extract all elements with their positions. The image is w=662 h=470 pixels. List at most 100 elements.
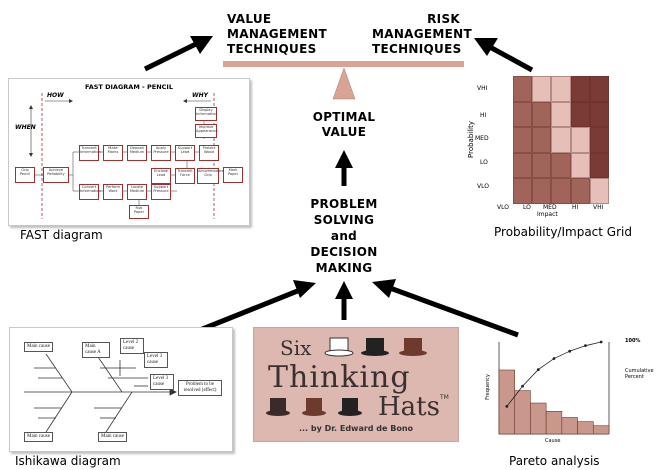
probability-grid: Probability VHI HI MED LO VLO VLO LO MED… xyxy=(467,70,617,220)
ishikawa-main-cause-top-left: Main cause xyxy=(24,342,53,352)
grid-y-tick-lo: LO xyxy=(480,159,488,166)
ishikawa-problem-box: Problem to be resolved (effect) xyxy=(178,380,222,396)
grid-cell xyxy=(551,178,571,204)
grid-cell xyxy=(570,101,590,128)
fast-box-enclose-lead: Enclose Lead xyxy=(151,168,171,184)
grid-cell xyxy=(513,101,533,128)
fast-diagram-caption: FAST diagram xyxy=(20,228,103,242)
fast-box-deposit-medium: Deposit Medium xyxy=(127,145,147,161)
pareto-cumulative-point xyxy=(568,349,572,353)
hats-row-bottom xyxy=(266,398,362,416)
grid-x-tick-vlo: VLO xyxy=(497,204,509,211)
fast-box-achieve-reliability: Achieve Reliability xyxy=(43,167,69,183)
fast-box-support-lead: Support Lead xyxy=(175,145,195,161)
fast-diagram-image: FAST DIAGRAM - PENCIL Grip Pencil Achiev… xyxy=(8,78,250,226)
pareto-cumulative-point xyxy=(584,344,587,348)
six-hats-six: Six xyxy=(280,336,312,360)
dark-hat-icon xyxy=(266,398,290,416)
grid-cell xyxy=(589,101,609,128)
arrow-pareto-to-problem xyxy=(372,279,519,338)
ishikawa-level2-cause: Level 2 cause xyxy=(120,338,144,354)
grid-x-tick-vhi: VHI xyxy=(593,204,604,211)
grid-cell xyxy=(513,76,533,102)
pareto-bar xyxy=(498,369,516,435)
risk-heading-line2: MANAGEMENT xyxy=(372,27,472,41)
brown-hat-icon xyxy=(399,338,427,356)
problem-line2: SOLVING xyxy=(313,213,375,227)
pareto-cumulative-point xyxy=(599,340,603,344)
ishikawa-main-cause-bottom-right: Main cause xyxy=(98,432,127,442)
fast-box-apply-pressure: Apply Pressure xyxy=(151,145,171,161)
grid-x-tick-med: MED xyxy=(543,204,557,211)
arrow-problem-to-optimal xyxy=(335,150,353,186)
fast-box-locate-medium: Locate Medium xyxy=(127,184,147,200)
fast-box-support-pressure: Support Pressure xyxy=(151,184,171,200)
grid-cell xyxy=(532,101,552,128)
six-hats-hats: Hats xyxy=(378,392,440,422)
ishikawa-caption: Ishikawa diagram xyxy=(15,454,121,468)
fast-why-label: WHY xyxy=(192,92,208,99)
pareto-cumulative-point xyxy=(505,405,509,408)
grid-cell xyxy=(513,152,533,179)
grid-y-axis-label: Probability xyxy=(467,120,475,158)
arrow-hats-to-problem xyxy=(335,281,353,320)
grid-cell xyxy=(589,76,609,102)
six-hats-byline: ... by Dr. Edward de Bono xyxy=(298,424,414,433)
fast-how-label: HOW xyxy=(47,92,64,99)
problem-line5: MAKING xyxy=(315,261,373,275)
balance-beam xyxy=(223,61,464,67)
fast-box-perform-work: Perform Work xyxy=(103,184,123,200)
optimal-line2: VALUE xyxy=(321,125,367,139)
six-hats-trademark: TM xyxy=(440,394,449,401)
grid-cell xyxy=(570,178,590,204)
fast-box-protect-wood: Protect Wood xyxy=(199,145,219,161)
pareto-x-label: Cause xyxy=(545,438,561,444)
pareto-bar xyxy=(577,421,594,435)
fast-box-transmit-information: Transmit Information xyxy=(79,145,101,161)
pareto-100-label: 100% xyxy=(625,338,641,344)
ishikawa-main-cause-bottom-left: Main cause xyxy=(24,432,53,442)
grid-cell xyxy=(532,127,552,153)
risk-heading-line3: TECHNIQUES xyxy=(372,42,462,56)
fast-box-rub-paper: Rub Paper xyxy=(129,205,149,219)
grid-cell xyxy=(551,101,571,128)
pareto-bar xyxy=(545,410,563,435)
grid-x-axis-label: Impact xyxy=(537,211,558,218)
value-heading-line3: TECHNIQUES xyxy=(227,42,317,56)
pareto-cumulative-point xyxy=(552,357,556,360)
grid-y-tick-med: MED xyxy=(475,135,489,142)
fast-when-label: WHEN xyxy=(15,124,36,131)
grid-y-tick-vhi: VHI xyxy=(477,85,488,92)
fast-box-make-marks: Make Marks xyxy=(103,145,123,161)
fast-box-accommodate-grip: Accommodate Grip xyxy=(197,168,224,184)
grid-cell xyxy=(589,152,609,179)
grid-cell xyxy=(570,152,590,179)
arrow-grid-to-risk xyxy=(474,38,534,73)
optimal-line1: OPTIMAL xyxy=(312,110,376,124)
grid-cell xyxy=(589,178,609,204)
pareto-bar xyxy=(592,425,610,435)
problem-line1: PROBLEM xyxy=(310,197,378,211)
grid-cell xyxy=(551,76,571,102)
grid-cell xyxy=(551,152,571,179)
pareto-cumulative-label: Cumulative Percent xyxy=(625,368,654,380)
balance-fulcrum xyxy=(332,67,356,100)
problem-solving-heading: PROBLEM SOLVING and DECISION MAKING xyxy=(294,196,394,276)
ishikawa-level3-cause: Level 3 cause xyxy=(144,352,168,368)
black-hat-icon xyxy=(361,338,389,356)
fast-box-transmit-force: Transmit Force xyxy=(175,168,195,184)
grid-x-tick-hi: HI xyxy=(572,204,579,211)
pareto-bar xyxy=(561,417,578,435)
ishikawa-diagram-image: Main cause Main cause A Level 2 cause Le… xyxy=(9,327,233,452)
pareto-caption: Pareto analysis xyxy=(509,454,600,468)
grid-y-tick-vlo: VLO xyxy=(477,183,489,190)
ishikawa-main-cause-a: Main cause A xyxy=(82,342,110,358)
white-hat-icon xyxy=(324,337,354,357)
problem-line3: and xyxy=(330,229,358,243)
brown-hat-icon-2 xyxy=(302,398,326,416)
grid-x-tick-lo: LO xyxy=(523,204,531,211)
six-thinking-hats-image: Six Thinking Hats TM ... by Dr. Edward d… xyxy=(253,327,459,442)
ishikawa-bones xyxy=(24,353,177,433)
fast-box-convert-information: Convert Information xyxy=(79,184,101,200)
